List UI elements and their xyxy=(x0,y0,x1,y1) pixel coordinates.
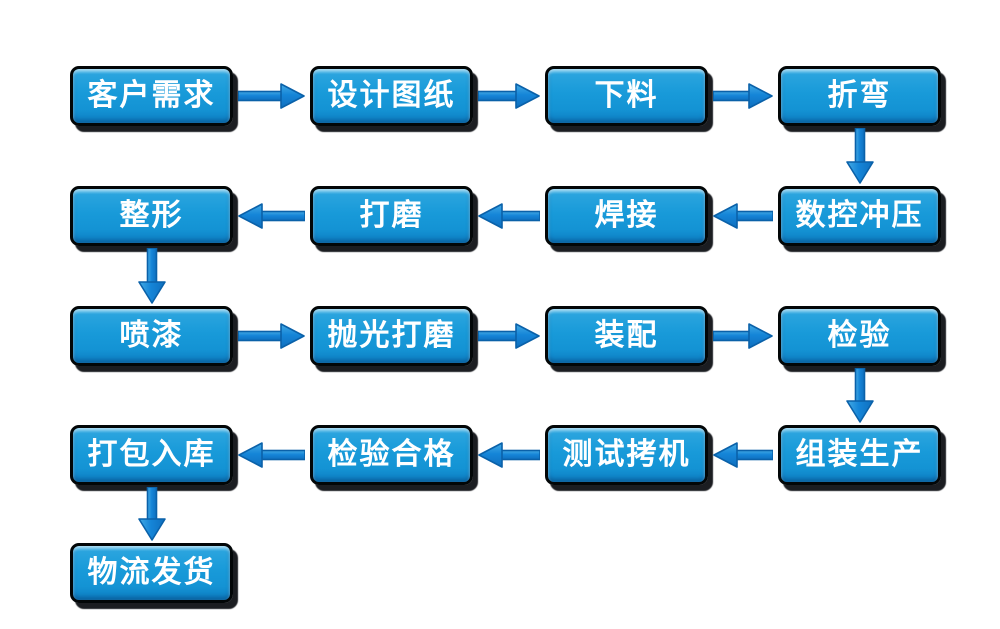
node-spray-painting: 喷漆 xyxy=(70,306,233,366)
arrow-left-icon xyxy=(478,442,540,468)
node-label-spray-painting: 喷漆 xyxy=(119,318,184,353)
node-bending: 折弯 xyxy=(778,66,941,126)
arrow-right-icon xyxy=(713,323,773,349)
arrow-left-icon xyxy=(713,442,773,468)
node-fitting: 装配 xyxy=(545,306,708,366)
node-cutting: 下料 xyxy=(545,66,708,126)
arrow-down-icon xyxy=(137,487,166,541)
node-label-polish-grinding: 抛光打磨 xyxy=(327,318,456,353)
node-label-logistics-shipping: 物流发货 xyxy=(87,555,216,590)
arrow-right-icon xyxy=(713,83,773,109)
arrow-down-icon xyxy=(845,128,874,184)
node-customer-demand: 客户需求 xyxy=(70,66,233,126)
arrow-right-icon xyxy=(478,323,540,349)
arrow-left-icon xyxy=(238,203,305,229)
node-cnc-punching: 数控冲压 xyxy=(778,186,941,246)
node-label-customer-demand: 客户需求 xyxy=(87,78,216,113)
node-logistics-shipping: 物流发货 xyxy=(70,543,233,603)
node-label-shaping: 整形 xyxy=(119,198,184,233)
node-label-packing-warehousing: 打包入库 xyxy=(87,437,216,472)
node-label-burn-in-testing: 测试拷机 xyxy=(562,437,691,472)
node-label-cutting: 下料 xyxy=(594,78,659,113)
arrow-left-icon xyxy=(713,203,773,229)
node-inspection: 检验 xyxy=(778,306,941,366)
node-assembly-production: 组装生产 xyxy=(778,425,941,485)
arrow-left-icon xyxy=(478,203,540,229)
node-polish-grinding: 抛光打磨 xyxy=(310,306,473,366)
node-inspection-passed: 检验合格 xyxy=(310,425,473,485)
node-burn-in-testing: 测试拷机 xyxy=(545,425,708,485)
node-label-inspection-passed: 检验合格 xyxy=(327,437,456,472)
node-label-design-drawings: 设计图纸 xyxy=(327,78,456,113)
arrow-right-icon xyxy=(238,83,305,109)
node-label-grinding: 打磨 xyxy=(359,198,424,233)
node-packing-warehousing: 打包入库 xyxy=(70,425,233,485)
node-label-fitting: 装配 xyxy=(594,318,659,353)
arrow-down-icon xyxy=(137,248,166,304)
node-label-assembly-production: 组装生产 xyxy=(795,437,924,472)
arrow-left-icon xyxy=(238,442,305,468)
arrow-down-icon xyxy=(845,368,874,423)
node-shaping: 整形 xyxy=(70,186,233,246)
node-label-inspection: 检验 xyxy=(827,318,892,353)
node-grinding: 打磨 xyxy=(310,186,473,246)
arrow-right-icon xyxy=(238,323,305,349)
node-label-welding: 焊接 xyxy=(594,198,659,233)
node-welding: 焊接 xyxy=(545,186,708,246)
node-label-cnc-punching: 数控冲压 xyxy=(795,198,924,233)
node-label-bending: 折弯 xyxy=(827,78,892,113)
node-design-drawings: 设计图纸 xyxy=(310,66,473,126)
arrow-right-icon xyxy=(478,83,540,109)
